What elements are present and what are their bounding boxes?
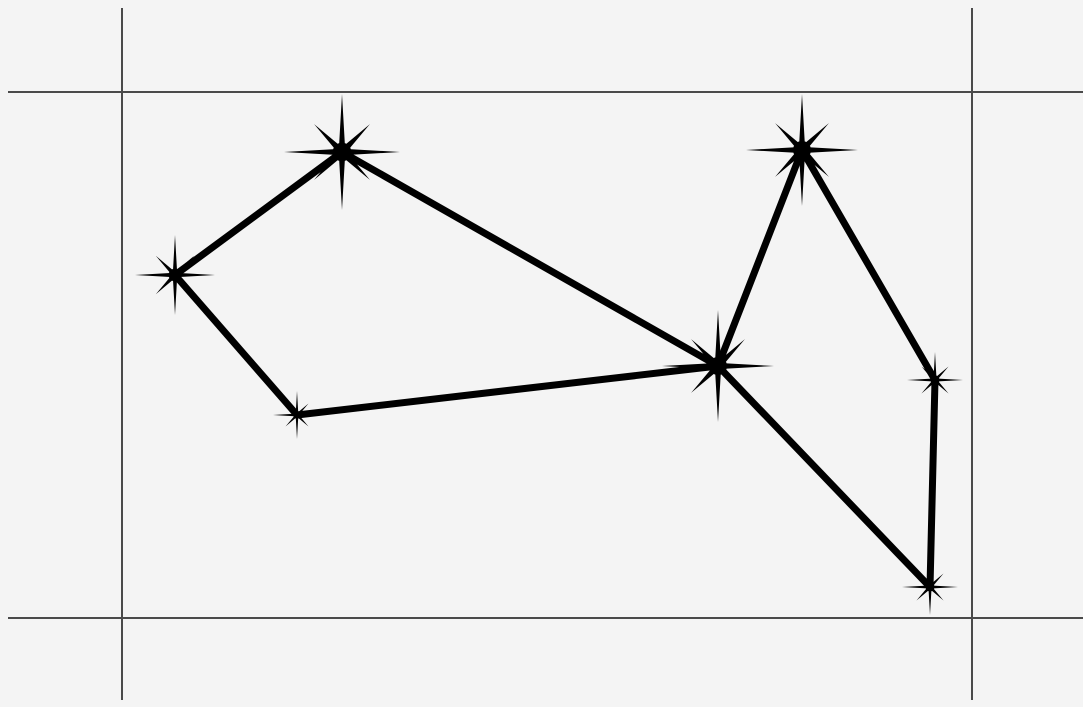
connection-line-star-4-star-7 bbox=[718, 366, 930, 587]
star-core bbox=[709, 357, 727, 375]
star-core bbox=[931, 376, 940, 385]
connection-line-star-3-star-4 bbox=[297, 366, 718, 415]
connection-line-star-1-star-2 bbox=[175, 152, 342, 275]
star-core bbox=[333, 143, 352, 162]
connection-line-star-2-star-3 bbox=[175, 275, 297, 415]
constellation-edges bbox=[175, 150, 935, 587]
connection-line-star-1-star-4 bbox=[342, 152, 718, 366]
star-core bbox=[169, 269, 182, 282]
star-core bbox=[293, 411, 301, 419]
star-core bbox=[926, 583, 935, 592]
star-1-large-star-icon bbox=[284, 94, 400, 210]
connection-line-star-6-star-7 bbox=[930, 380, 935, 587]
connection-line-star-5-star-6 bbox=[802, 150, 935, 380]
star-5-large-star-icon bbox=[746, 94, 858, 206]
connection-line-star-4-star-5 bbox=[718, 150, 802, 366]
star-core bbox=[793, 141, 811, 159]
star-6-small-star-icon bbox=[907, 352, 963, 408]
constellation-stars bbox=[135, 94, 963, 615]
